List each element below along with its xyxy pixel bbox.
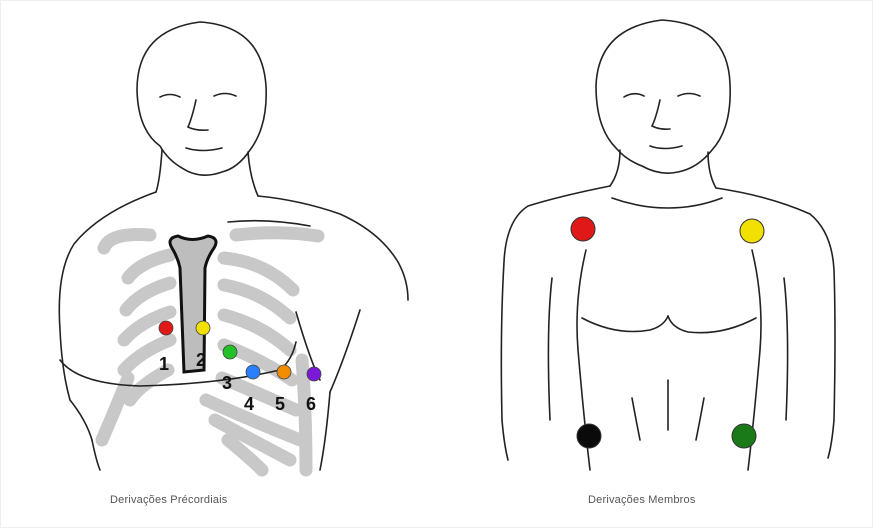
electrode-right-arm [571, 217, 595, 241]
electrode-right-leg [577, 424, 601, 448]
electrode-left-leg [732, 424, 756, 448]
lead-label-4: 4 [244, 394, 254, 414]
limb-figure [501, 20, 835, 470]
electrode-v6 [307, 367, 321, 381]
precordial-figure: 1 2 3 4 5 6 [59, 22, 408, 470]
electrode-v1 [159, 321, 173, 335]
lead-label-5: 5 [275, 394, 285, 414]
caption-precordial: Derivações Précordiais [110, 494, 228, 506]
electrode-v5 [277, 365, 291, 379]
lead-label-1: 1 [159, 354, 169, 374]
rib-cage [102, 233, 318, 470]
lead-label-6: 6 [306, 394, 316, 414]
electrode-left-arm [740, 219, 764, 243]
lead-label-3: 3 [222, 373, 232, 393]
caption-limb: Derivações Membros [588, 494, 696, 506]
lead-label-2: 2 [196, 350, 206, 370]
sternum [170, 236, 216, 372]
electrode-v3 [223, 345, 237, 359]
electrode-v2 [196, 321, 210, 335]
right-body-outline [501, 20, 835, 470]
electrode-v4 [246, 365, 260, 379]
